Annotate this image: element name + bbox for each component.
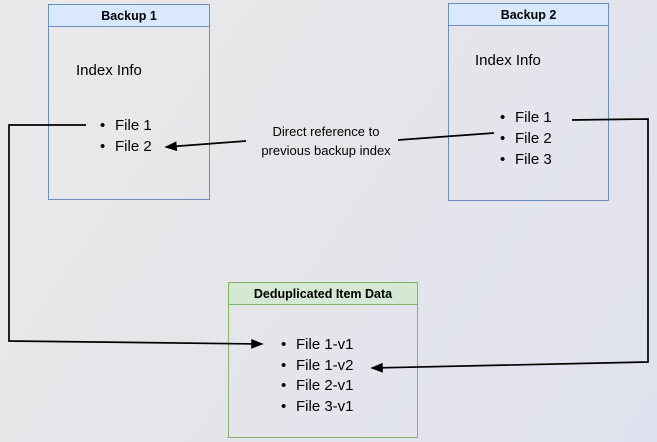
list-item: File 3 <box>500 149 552 170</box>
list-item: File 3-v1 <box>281 397 354 418</box>
list-item: File 2 <box>100 136 152 157</box>
backup1-box: Backup 1 <box>48 4 210 200</box>
dedup-store-box: Deduplicated Item Data <box>228 282 418 438</box>
backup2-title: Backup 2 <box>449 4 608 26</box>
list-item: File 1-v2 <box>281 356 354 377</box>
edge-annotation: Direct reference to previous backup inde… <box>238 122 414 160</box>
list-item: File 1 <box>100 115 152 136</box>
backup2-file-list: File 1 File 2 File 3 <box>500 107 552 170</box>
edge-annotation-line1: Direct reference to <box>272 124 380 139</box>
backup1-index-info-label: Index Info <box>76 62 142 79</box>
list-item: File 1-v1 <box>281 335 354 356</box>
list-item: File 2 <box>500 128 552 149</box>
list-item: File 1 <box>500 107 552 128</box>
backup2-index-info-label: Index Info <box>475 52 541 69</box>
dedup-store-title: Deduplicated Item Data <box>229 283 417 305</box>
edge-annotation-line2: previous backup index <box>261 143 391 158</box>
dedup-file-list: File 1-v1 File 1-v2 File 2-v1 File 3-v1 <box>281 335 354 417</box>
backup1-title: Backup 1 <box>49 5 209 27</box>
backup2-box: Backup 2 <box>448 3 609 201</box>
backup1-file-list: File 1 File 2 <box>100 115 152 157</box>
list-item: File 2-v1 <box>281 376 354 397</box>
